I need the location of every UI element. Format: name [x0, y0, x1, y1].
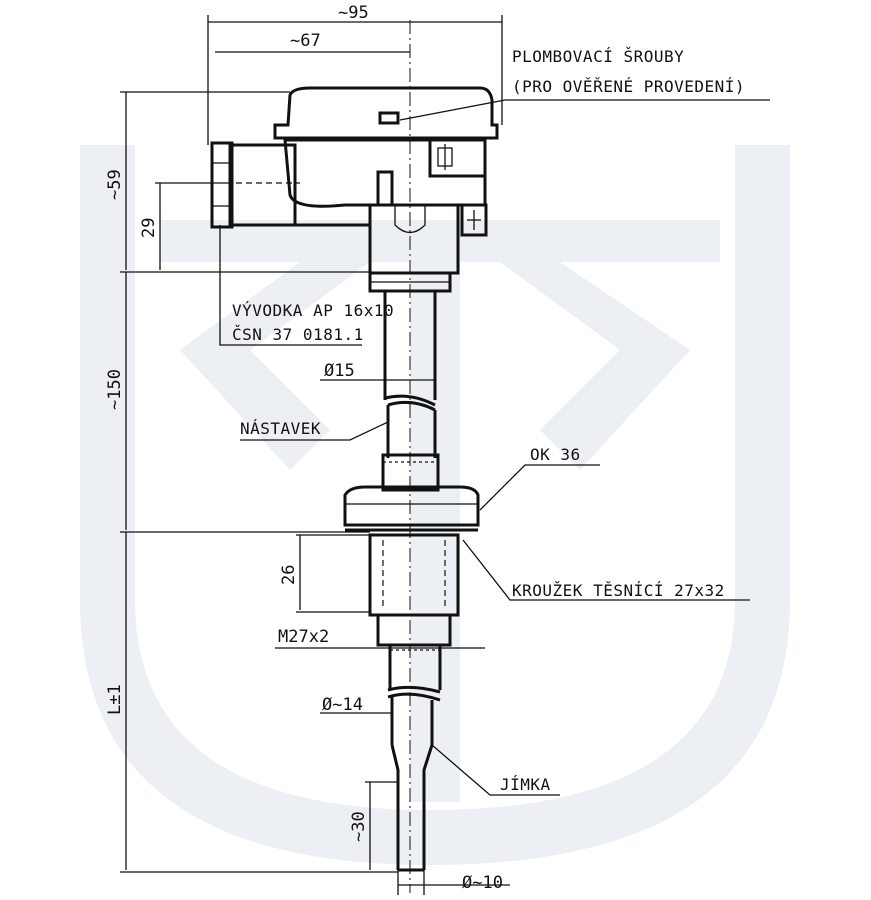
- label-proverene: (PRO OVĚŘENÉ PROVEDENÍ): [512, 77, 745, 96]
- dim-h150: ~150: [105, 369, 125, 410]
- label-krouzek: KROUŽEK TĚSNÍCÍ 27x32: [512, 581, 725, 600]
- dim-d14: Ø~14: [322, 695, 363, 715]
- dim-m27: M27x2: [278, 627, 329, 647]
- dim-w67: ~67: [290, 31, 321, 51]
- label-nastavek: NÁSTAVEK: [240, 419, 321, 438]
- label-jimka: JÍMKA: [500, 775, 551, 794]
- dim-d15: Ø15: [324, 361, 355, 381]
- label-plombovaci: PLOMBOVACÍ ŠROUBY: [512, 47, 684, 66]
- dim-h29: 29: [139, 218, 159, 238]
- dimension-lines: [120, 15, 770, 895]
- dim-d10: Ø~10: [462, 873, 503, 893]
- thermowell: [387, 685, 441, 872]
- hex-fitting: [343, 453, 480, 690]
- dim-h30: ~30: [349, 811, 369, 842]
- dim-L: L±1: [105, 684, 125, 715]
- dim-h59: ~59: [105, 169, 125, 200]
- extension-tube: [383, 291, 437, 458]
- label-ok36: OK 36: [530, 445, 581, 464]
- dim-w95: ~95: [338, 3, 369, 23]
- dim-h26: 26: [279, 565, 299, 585]
- label-csn: ČSN 37 0181.1: [232, 325, 364, 344]
- terminal-head: [210, 86, 499, 275]
- watermark-logo: [80, 145, 790, 865]
- label-vyvodka: VÝVODKA AP 16x10: [232, 301, 394, 320]
